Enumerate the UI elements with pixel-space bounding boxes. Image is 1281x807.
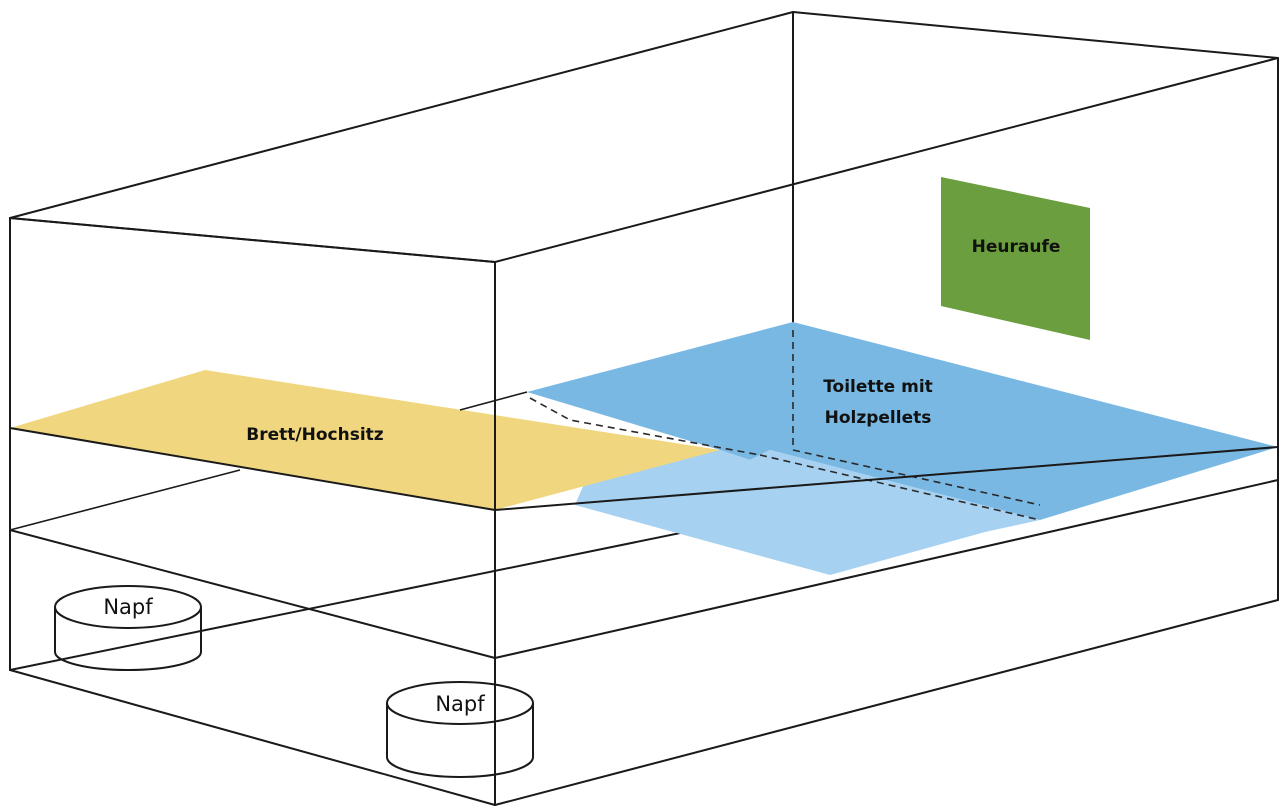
box-back-edges — [9, 11, 794, 671]
shelf-board — [9, 370, 720, 531]
shelf-surface — [10, 370, 720, 510]
bowl-front-label: Napf — [435, 692, 485, 716]
bowl-front: Napf — [386, 681, 534, 778]
bowl-left: Napf — [54, 585, 202, 671]
toilet-front-face — [575, 450, 1040, 575]
toilet-label-line1: Toilette mit — [823, 377, 933, 397]
shelf-label: Brett/Hochsitz — [246, 425, 383, 445]
toilet-area — [527, 322, 1278, 575]
toilet-floor — [527, 322, 1278, 520]
bowl-left-label: Napf — [103, 595, 153, 619]
heuraufe-label: Heuraufe — [972, 237, 1061, 257]
heuraufe-panel — [941, 177, 1090, 340]
toilet-label-line2: Holzpellets — [825, 408, 932, 428]
box-front-edges — [9, 11, 1279, 806]
